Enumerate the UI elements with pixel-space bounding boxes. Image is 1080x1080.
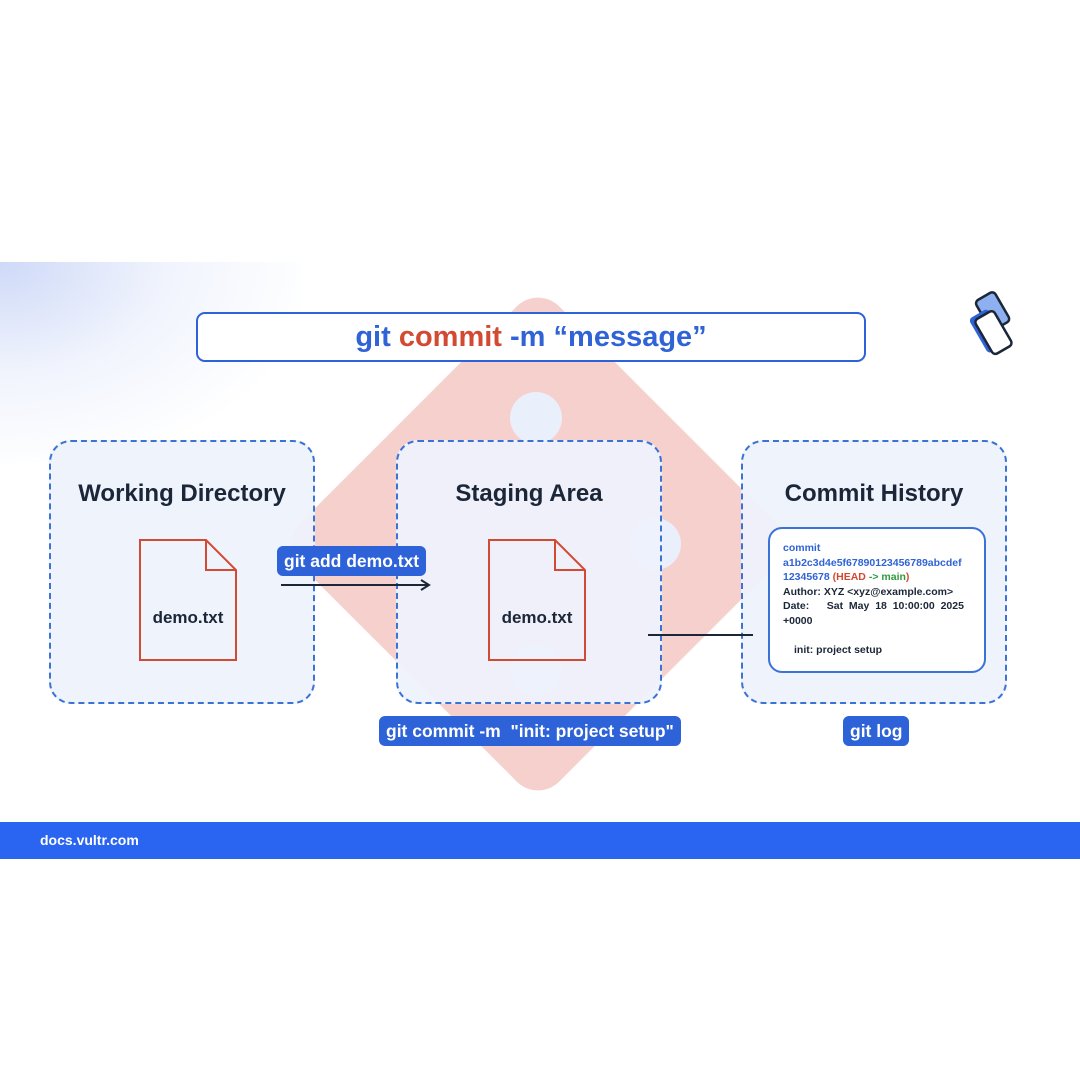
git-commit-label: git commit -m "init: project setup"	[379, 716, 681, 746]
staging-area-file: demo.txt	[487, 538, 587, 662]
commit-history-title: Commit History	[784, 480, 964, 507]
commit-author: Author: XYZ <xyz@example.com>	[783, 585, 954, 598]
git-add-label: git add demo.txt	[277, 546, 427, 576]
command-message: “message”	[553, 320, 707, 353]
file-icon	[139, 539, 237, 661]
staging-area-title: Staging Area	[455, 480, 603, 507]
command-flag: -m	[510, 320, 546, 353]
file-icon	[488, 539, 586, 661]
working-directory-file: demo.txt	[138, 538, 238, 662]
command-git: git	[355, 320, 391, 353]
file-name-label: demo.txt	[152, 608, 224, 627]
working-directory-title: Working Directory	[78, 480, 286, 507]
add-arrow	[281, 579, 431, 591]
vultr-logo-icon	[969, 291, 1013, 356]
commit-hash-line1: a1b2c3d4e5f67890123456789abcdef	[783, 556, 962, 569]
ref-close: )	[905, 571, 910, 584]
git-log-label: git log	[843, 716, 910, 746]
commit-date: Date: Sat May 18 10:00:00 2025	[783, 600, 964, 613]
commit-history-panel: Commit History commit a1b2c3d4e5f6789012…	[741, 440, 1007, 704]
commit-hash-line2: 12345678	[783, 571, 830, 584]
file-name-label: demo.txt	[501, 608, 573, 627]
footer-bar: docs.vultr.com	[0, 822, 1080, 859]
ref-open: (	[832, 571, 837, 584]
commit-log-box: commit a1b2c3d4e5f67890123456789abcdef 1…	[768, 527, 986, 673]
ref-head: HEAD	[836, 571, 866, 584]
commit-message: init: project setup	[794, 643, 883, 656]
footer-link[interactable]: docs.vultr.com	[40, 832, 139, 848]
ref-arrow: ->	[868, 571, 879, 584]
ref-main: main	[881, 571, 906, 584]
command-commit: commit	[398, 320, 502, 353]
command-bar: git commit -m “message”	[196, 312, 866, 362]
working-directory-panel: Working Directory demo.txt	[49, 440, 315, 704]
commit-hash-line2-row: 12345678 (HEAD -> main)	[783, 570, 974, 585]
corner-glow	[0, 262, 300, 462]
commit-timezone: +0000	[783, 614, 813, 627]
commit-label: commit	[783, 542, 821, 554]
